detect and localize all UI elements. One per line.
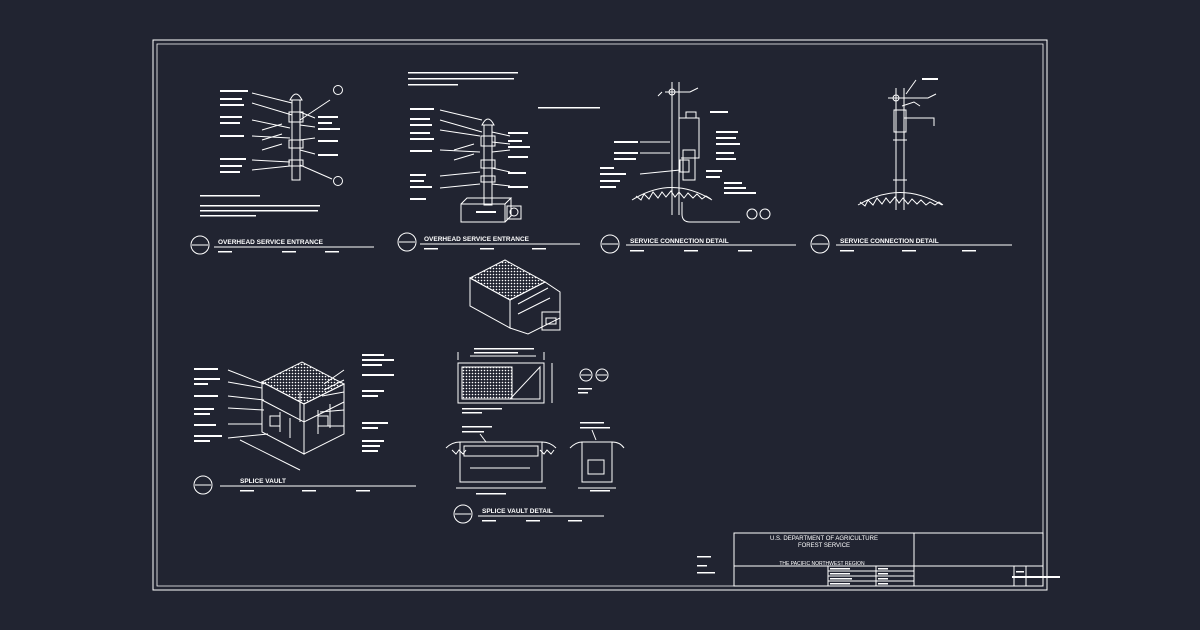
detail-title-6: SPLICE VAULT DETAIL <box>482 508 553 515</box>
detail-title-2: OVERHEAD SERVICE ENTRANCE <box>424 236 530 243</box>
sheet-border <box>153 40 1047 590</box>
callout-labels <box>408 72 600 213</box>
callout-labels <box>194 354 394 452</box>
title-block-agency: U.S. DEPARTMENT OF AGRICULTURE <box>770 536 878 542</box>
title-block-region: THE PACIFIC NORTHWEST REGION <box>779 561 865 567</box>
detail-overhead-service-entrance-1 <box>191 86 374 255</box>
detail-title-4: SERVICE CONNECTION DETAIL <box>840 238 939 245</box>
splice-vault-detail-title-row <box>454 505 604 523</box>
detail-splice-vault <box>194 354 416 494</box>
callout-labels <box>200 90 340 217</box>
title-block-forest-service: FOREST SERVICE <box>798 543 850 549</box>
vault-section-views <box>446 422 624 495</box>
sheet-notes <box>697 556 715 574</box>
detail-service-connection-2 <box>811 78 1012 253</box>
detail-service-connection-1 <box>600 82 796 253</box>
title-block <box>734 533 1060 586</box>
isometric-vault-view <box>470 260 560 334</box>
detail-title-5: SPLICE VAULT <box>240 478 286 485</box>
detail-title-3: SERVICE CONNECTION DETAIL <box>630 238 729 245</box>
vault-plan-view <box>458 348 608 414</box>
detail-overhead-service-entrance-2 <box>398 72 600 251</box>
callout-labels <box>600 111 756 194</box>
detail-title-1: OVERHEAD SERVICE ENTRANCE <box>218 239 324 246</box>
